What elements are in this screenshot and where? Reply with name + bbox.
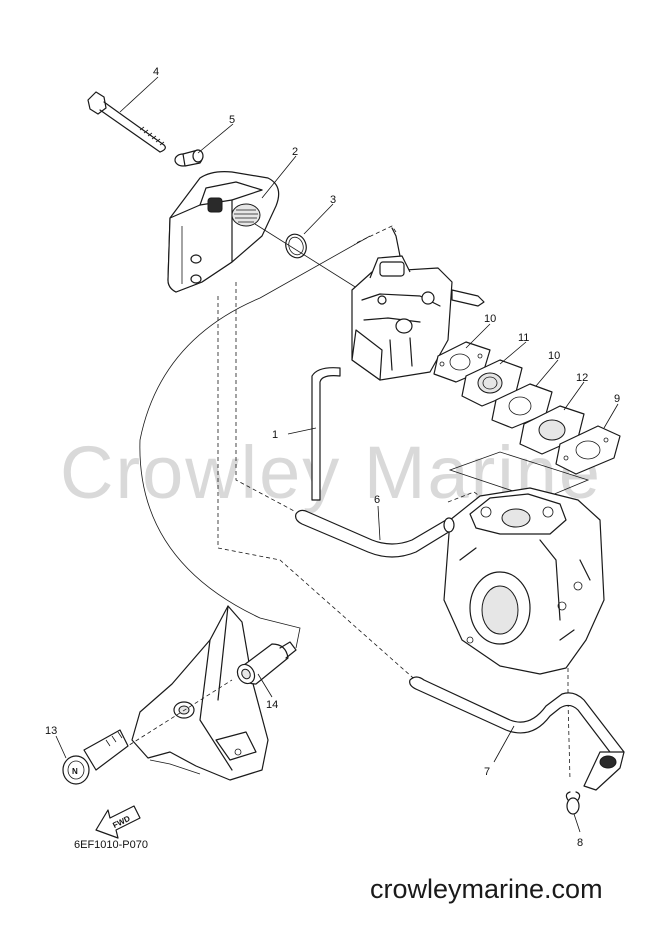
part-4-bolt[interactable] <box>87 91 166 153</box>
part-1-hose[interactable] <box>311 367 341 501</box>
center-line-intake <box>254 223 361 291</box>
ref-line-a <box>235 282 297 513</box>
callout-numbers: 4 5 2 3 1 6 7 8 9 10 10 11 12 13 14 <box>45 66 620 849</box>
ref-line-d <box>447 491 489 503</box>
callout-10-a: 10 <box>484 313 496 325</box>
part-7-hose[interactable] <box>409 676 625 791</box>
part-2-silencer[interactable] <box>167 171 280 293</box>
callout-4: 4 <box>153 66 159 78</box>
callout-12: 12 <box>576 372 588 384</box>
callout-11: 11 <box>518 332 529 344</box>
part-13-knob[interactable]: N <box>62 679 233 785</box>
cowling-bracket <box>131 605 269 781</box>
callout-8: 8 <box>577 837 583 849</box>
ref-line-b <box>217 296 421 685</box>
part-6-hose[interactable] <box>295 509 455 558</box>
part-14-holder[interactable] <box>234 641 297 687</box>
fwd-arrow-icon: FWD <box>95 805 141 839</box>
site-url[interactable]: crowleymarine.com <box>370 874 603 904</box>
callout-6: 6 <box>374 494 380 506</box>
callout-10-b: 10 <box>548 350 560 362</box>
knob-label: N <box>72 767 78 776</box>
part-5-collar[interactable] <box>174 149 204 167</box>
callout-7: 7 <box>484 766 490 778</box>
part-3-o-ring[interactable] <box>282 231 309 260</box>
callout-9: 9 <box>614 393 620 405</box>
callout-2: 2 <box>292 146 298 158</box>
callout-14: 14 <box>266 699 278 711</box>
flange-outline <box>448 451 590 501</box>
callout-1: 1 <box>272 429 278 441</box>
callout-5: 5 <box>229 114 235 126</box>
choke-cable <box>139 235 371 649</box>
crankcase <box>443 487 605 675</box>
part-9-gasket[interactable] <box>555 425 621 475</box>
callout-3: 3 <box>330 194 336 206</box>
carburetor <box>351 227 485 381</box>
callout-13: 13 <box>45 725 57 737</box>
callout-leaders <box>55 76 619 833</box>
diagram-code: 6EF1010-P070 <box>74 839 148 851</box>
part-8-clip[interactable] <box>565 791 581 815</box>
